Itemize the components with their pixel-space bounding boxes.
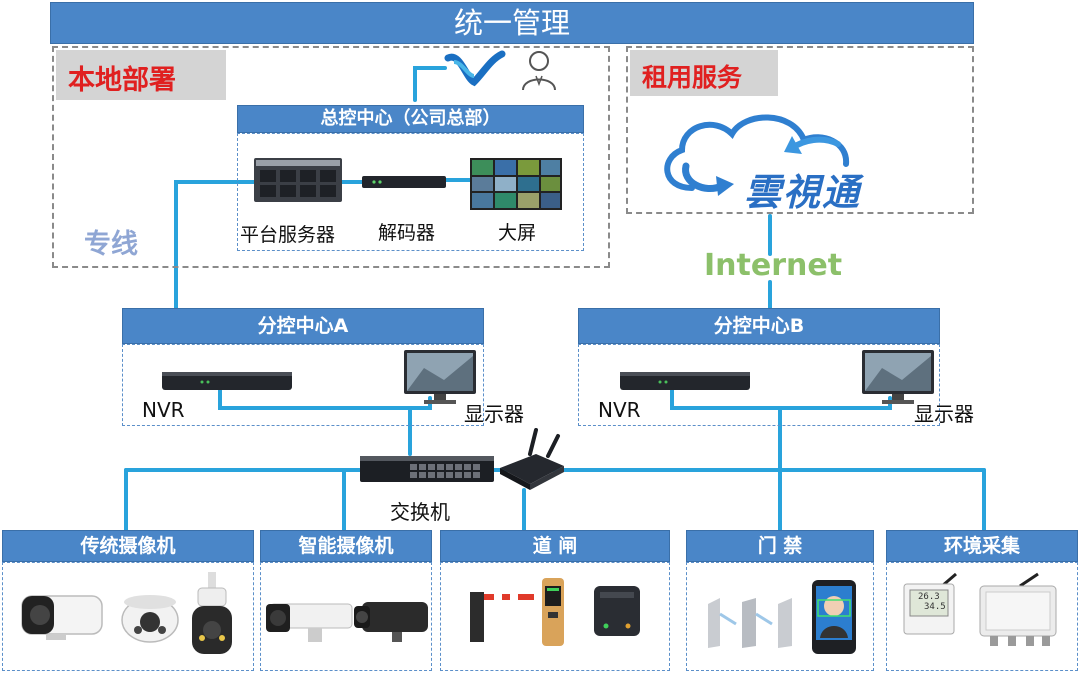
device-access-box bbox=[686, 562, 874, 671]
smart-box-camera-icon bbox=[354, 602, 428, 642]
branch-a-box bbox=[122, 344, 484, 426]
turnstile-icon bbox=[708, 598, 792, 648]
temp-humidity-sensor-icon bbox=[903, 572, 957, 635]
monitor-a-icon bbox=[404, 350, 476, 404]
gate-controller-icon bbox=[594, 586, 640, 636]
barrier-gate-icon bbox=[470, 592, 534, 642]
video-wall-icon bbox=[470, 158, 562, 210]
sensor-temp-readout: 26.3 bbox=[918, 592, 940, 602]
device-traditional-title: 传统摄像机 bbox=[2, 530, 254, 562]
nvr-a-label: NVR bbox=[142, 398, 185, 422]
dome-camera-icon bbox=[121, 595, 179, 643]
sensor-humidity-readout: 34.5 bbox=[924, 602, 946, 612]
device-smart-title: 智能摄像机 bbox=[260, 530, 432, 562]
device-env-box bbox=[886, 562, 1078, 671]
server-icon bbox=[254, 158, 342, 202]
decoder-label: 解码器 bbox=[378, 222, 436, 244]
device-access-title: 门 禁 bbox=[686, 530, 874, 562]
monitor-a-label: 显示器 bbox=[464, 402, 524, 426]
nvr-a-icon bbox=[162, 372, 292, 390]
branch-a-title: 分控中心A bbox=[122, 308, 484, 344]
switch-label: 交换机 bbox=[390, 500, 450, 524]
page-title: 统一管理 bbox=[50, 2, 974, 44]
rental-service-title: 租用服务 bbox=[642, 63, 743, 92]
screen-label: 大屏 bbox=[498, 222, 537, 244]
data-collector-icon bbox=[979, 572, 1057, 646]
monitor-b-label: 显示器 bbox=[914, 402, 974, 426]
local-deployment-region bbox=[52, 46, 610, 268]
hq-center-title: 总控中心（公司总部） bbox=[237, 105, 584, 133]
device-env-title: 环境采集 bbox=[886, 530, 1078, 562]
rental-service-title-box bbox=[630, 50, 778, 96]
local-deployment-title: 本地部署 bbox=[68, 65, 176, 96]
decoder-icon bbox=[362, 176, 446, 188]
cloud-logo-text: 雲視通 bbox=[744, 171, 861, 214]
device-barrier-box bbox=[440, 562, 670, 671]
dedicated-line-label: 专线 bbox=[84, 229, 138, 260]
branch-b-title: 分控中心B bbox=[578, 308, 940, 344]
hq-center-box bbox=[237, 133, 584, 251]
branch-b-box bbox=[578, 344, 940, 426]
device-barrier-title: 道 闸 bbox=[440, 530, 670, 562]
nvr-b-icon bbox=[620, 372, 750, 390]
internet-label: Internet bbox=[704, 248, 843, 283]
line-logo-link bbox=[413, 66, 447, 102]
smart-bullet-camera-icon bbox=[266, 603, 353, 642]
router-icon bbox=[500, 428, 564, 490]
cloud-logo-icon bbox=[664, 114, 850, 196]
v-logo-icon bbox=[444, 50, 506, 87]
switch-icon bbox=[360, 456, 494, 482]
server-label: 平台服务器 bbox=[240, 224, 336, 246]
device-traditional-box bbox=[2, 562, 254, 671]
device-smart-box bbox=[260, 562, 432, 671]
face-terminal-icon bbox=[812, 580, 856, 654]
monitor-b-icon bbox=[862, 350, 934, 404]
person-icon bbox=[522, 51, 556, 91]
rental-service-region bbox=[626, 46, 974, 214]
local-deployment-title-box bbox=[56, 50, 226, 100]
ptz-camera-icon bbox=[192, 572, 232, 654]
parking-terminal-icon bbox=[542, 578, 564, 646]
bullet-camera-icon bbox=[21, 595, 103, 640]
nvr-b-label: NVR bbox=[598, 398, 641, 422]
